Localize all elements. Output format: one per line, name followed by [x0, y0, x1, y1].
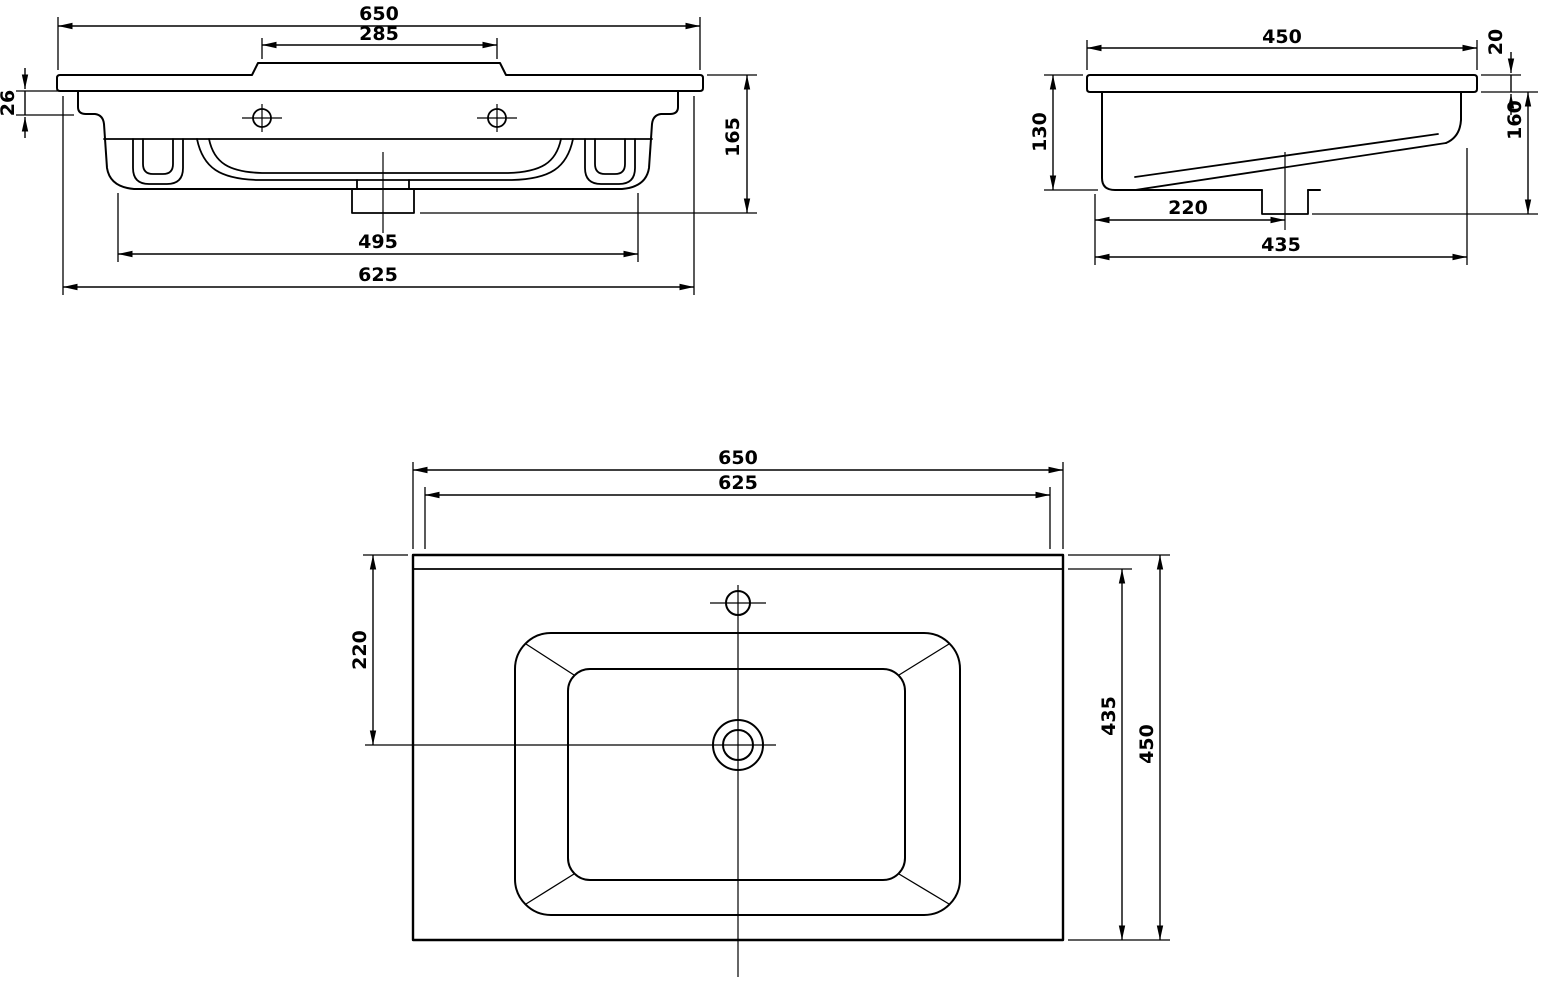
- dim-front-overall-width: 650: [359, 3, 399, 25]
- side-view-geometry: [1086, 74, 1478, 230]
- side-view-dimensions: 450 20 130 160 220 435: [1029, 26, 1538, 265]
- plan-basin-inner: [567, 668, 906, 881]
- front-left-bracket: [132, 138, 184, 185]
- dim-plan-drain-centre: 220: [349, 630, 371, 670]
- dim-side-underside-depth: 435: [1261, 234, 1301, 256]
- dim-side-top-thickness: 20: [1485, 29, 1507, 55]
- front-tap-hole-right: [477, 104, 517, 132]
- front-view: 650 285 26 165 495 625: [0, 3, 757, 295]
- plan-view-geometry: [365, 553, 1065, 977]
- plan-view-dimensions: 650 625 220 435 450: [349, 447, 1170, 941]
- front-slab-outline: [56, 62, 704, 92]
- dim-front-rim-drop: 26: [0, 90, 19, 116]
- plan-corner-chamfers: [525, 643, 950, 905]
- dim-front-tap-spacing: 285: [359, 23, 399, 45]
- front-basin-trough: [196, 138, 574, 181]
- dim-plan-underside-depth: 435: [1098, 696, 1120, 736]
- dim-plan-overall-depth: 450: [1136, 724, 1158, 764]
- dim-front-underside-width: 495: [358, 231, 398, 253]
- dim-side-back-height: 160: [1504, 100, 1526, 140]
- front-view-dimensions: 650 285 26 165 495 625: [0, 3, 757, 295]
- plan-view: 650 625 220 435 450: [349, 447, 1170, 977]
- dim-front-body-width: 625: [358, 264, 398, 286]
- side-underside-slope: [1134, 133, 1447, 191]
- dim-plan-body-width: 625: [718, 472, 758, 494]
- dim-side-front-height: 130: [1029, 112, 1051, 152]
- front-body-outline: [77, 90, 679, 190]
- dim-front-overall-height: 165: [722, 117, 744, 157]
- front-tap-hole-left: [242, 104, 282, 132]
- dim-side-overall-depth: 450: [1262, 26, 1302, 48]
- side-view: 450 20 130 160 220 435: [1029, 26, 1538, 265]
- dim-plan-overall-width: 650: [718, 447, 758, 469]
- front-right-bracket: [584, 138, 636, 185]
- dim-side-drain-centre: 220: [1168, 197, 1208, 219]
- front-view-geometry: [56, 62, 704, 233]
- side-body-outline: [1101, 91, 1462, 191]
- side-slab-outline: [1086, 74, 1478, 93]
